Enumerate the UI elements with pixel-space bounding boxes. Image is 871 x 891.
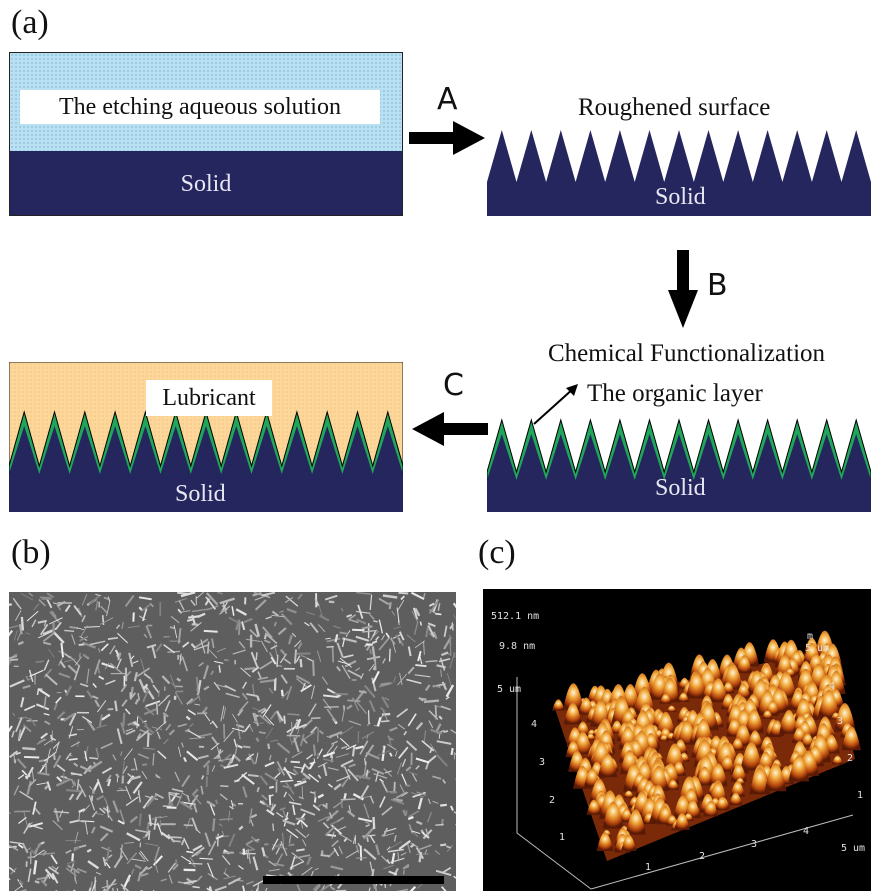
panel-label-b: (b) [11,534,51,571]
afm-left-tick: 2 [549,795,556,806]
afm-right-tick: 2 [847,753,854,764]
step-a-label: A [437,82,458,117]
afm-right-tick: 3 [837,716,844,727]
panel-label-a: (a) [11,4,49,41]
arrow-down-icon [668,250,698,328]
afm-bottom-tick: 3 [751,839,758,850]
afm-height-max: 512.1 nm [491,611,540,622]
panel-label-c: (c) [478,534,516,571]
afm-height-min: 9.8 nm [499,641,536,652]
lubricant-label: Lubricant [146,380,272,416]
roughened-surface-label: Roughened surface [578,94,771,121]
step-b-label: B [707,268,728,303]
afm-x-axis-end: 5 um [841,843,866,854]
chemical-functionalization-label: Chemical Functionalization [548,340,826,367]
afm-bottom-tick: 2 [699,851,706,862]
afm-3d-topography: 512.1 nm 9.8 nm 5 um m 5 um 5 um 4 3 2 1… [483,589,871,891]
afm-bottom-tick: 4 [803,826,810,837]
pointer-arrow-icon [533,384,578,425]
afm-left-tick: 1 [559,832,566,843]
roughened-solid [487,130,871,216]
afm-right-axis-top-unit: m [807,631,814,642]
solid-substrate: Solid [10,151,402,215]
functionalized-solid [487,418,871,512]
arrow-left-icon [412,412,488,446]
etching-stage: The etching aqueous solution Solid [9,52,403,216]
solid-label-functionalized: Solid [655,475,706,501]
afm-right-tick: 4 [829,681,836,692]
afm-left-tick: 3 [539,757,546,768]
afm-right-tick: 1 [857,790,864,801]
scale-bar [263,876,444,884]
arrow-right-icon [409,121,485,155]
etching-solution-label: The etching aqueous solution [20,90,380,124]
sem-micrograph [9,592,456,891]
afm-left-tick: 4 [531,719,538,730]
afm-y-axis-top: 5 um [497,684,522,695]
step-c-label: C [443,368,464,403]
afm-right-axis-top: 5 um [805,643,830,654]
afm-bottom-tick: 1 [645,862,652,873]
solid-label-lubricant: Solid [175,481,226,507]
solid-label-roughened: Solid [655,184,706,210]
organic-layer-label: The organic layer [587,380,763,407]
